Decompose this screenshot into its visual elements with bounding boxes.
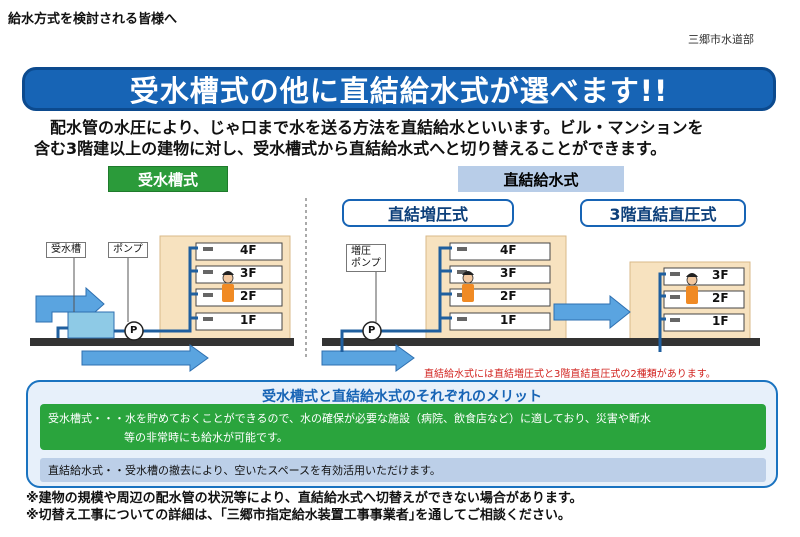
label-booster-method: 直結増圧式 — [342, 199, 514, 227]
callout-booster-pump: 増圧 ポンプ — [346, 244, 386, 272]
merit-tank-line-2: 等の非常時にも給水が可能です。 — [124, 431, 288, 444]
floor-label: 3F — [240, 266, 257, 280]
water-tank — [67, 311, 115, 339]
pipe — [56, 326, 68, 338]
merit-tank-row: 受水槽式・・・水を貯めておくことができるので、水の確保が必要な施設（病院、飲食店… — [40, 404, 766, 450]
faucet-icon — [670, 318, 680, 322]
floor-box — [449, 288, 551, 307]
banner-title: 受水槽式の他に直結給水式が選べます!! — [129, 74, 669, 108]
floor-box — [663, 290, 745, 309]
person-icon — [462, 271, 474, 302]
floor-label: 2F — [240, 289, 257, 303]
ground — [30, 338, 294, 346]
pump-icon — [124, 321, 144, 341]
floor-label: 3F — [500, 266, 517, 280]
direct-types-note: 直結給水式には直結増圧式と3階直結直圧式の2種類があります。 — [424, 369, 716, 380]
floor-label: 1F — [500, 313, 517, 327]
faucet-icon — [203, 247, 213, 251]
floor-box — [449, 312, 551, 331]
floor-label: 3F — [712, 268, 729, 282]
callout-tank: 受水槽 — [46, 242, 86, 258]
footnote-2: ※切替え工事についての詳細は、｢三郷市指定給水装置工事事業者｣を通してご相談くだ… — [26, 508, 571, 523]
floor-label: 1F — [712, 314, 729, 328]
floor-box — [663, 267, 745, 286]
person-icon — [686, 273, 698, 304]
callout-pump: ポンプ — [108, 242, 148, 258]
label-tank-method: 受水槽式 — [108, 166, 228, 192]
pump-icon — [362, 321, 382, 341]
flow-arrow — [553, 294, 631, 330]
floor-box — [195, 312, 283, 331]
pipe — [340, 246, 452, 352]
floor-label: 2F — [500, 289, 517, 303]
audience-heading: 給水方式を検討される皆様へ — [8, 12, 178, 27]
faucet-icon — [457, 317, 467, 321]
label-three-floor-method: 3階直結直圧式 — [580, 199, 746, 227]
floor-box — [449, 265, 551, 284]
person-icon — [222, 271, 234, 302]
merit-title: 受水槽式と直結給水式のそれぞれのメリット — [262, 389, 542, 405]
pipe — [114, 246, 198, 333]
pump-mark: P — [368, 325, 376, 336]
floor-box — [195, 288, 283, 307]
faucet-icon — [457, 247, 467, 251]
merit-tank-line-1: 受水槽式・・・水を貯めておくことができるので、水の確保が必要な施設（病院、飲食店… — [48, 412, 651, 425]
floor-label: 2F — [712, 291, 729, 305]
callout-booster-line-1: 増圧 — [351, 246, 371, 257]
floor-box — [195, 265, 283, 284]
floor-box — [195, 242, 283, 261]
intro-line-2: 含む3階建以上の建物に対し、受水槽式から直結給水式へと切り替えることができます。 — [34, 139, 667, 158]
flow-arrow — [81, 344, 209, 372]
floor-box — [663, 313, 745, 332]
footnotes: ※建物の規模や周辺の配水管の状況等により、直結給水式へ切替えができない場合があり… — [26, 490, 583, 524]
faucet-icon — [203, 317, 213, 321]
merit-panel: 受水槽式と直結給水式のそれぞれのメリット 受水槽式・・・水を貯めておくことができ… — [26, 380, 778, 488]
faucet-icon — [203, 270, 213, 274]
floor-label: 4F — [240, 243, 257, 257]
ground — [548, 338, 760, 346]
faucet-icon — [670, 272, 680, 276]
main-banner: 受水槽式の他に直結給水式が選べます!! — [22, 67, 776, 111]
merit-direct-row: 直結給水式・・受水槽の撤去により、空いたスペースを有効活用いただけます。 — [40, 458, 766, 482]
faucet-icon — [203, 293, 213, 297]
floor-box — [449, 242, 551, 261]
ground — [322, 338, 574, 346]
pipe — [658, 272, 666, 352]
callout-booster-line-2: ポンプ — [351, 258, 381, 269]
faucet-icon — [457, 270, 467, 274]
label-direct-method: 直結給水式 — [458, 166, 624, 192]
faucet-icon — [670, 295, 680, 299]
floor-label: 4F — [500, 243, 517, 257]
organization-name: 三郷市水道部 — [688, 33, 754, 46]
floor-label: 1F — [240, 313, 257, 327]
intro-line-1: 配水管の水圧により、じゃ口まで水を送る方法を直結給水といいます。ビル・マンション… — [50, 118, 704, 137]
intro-text: 配水管の水圧により、じゃ口まで水を送る方法を直結給水といいます。ビル・マンション… — [34, 117, 784, 159]
flow-arrow — [321, 344, 415, 372]
footnote-1: ※建物の規模や周辺の配水管の状況等により、直結給水式へ切替えができない場合があり… — [26, 491, 583, 506]
pump-mark: P — [130, 325, 138, 336]
